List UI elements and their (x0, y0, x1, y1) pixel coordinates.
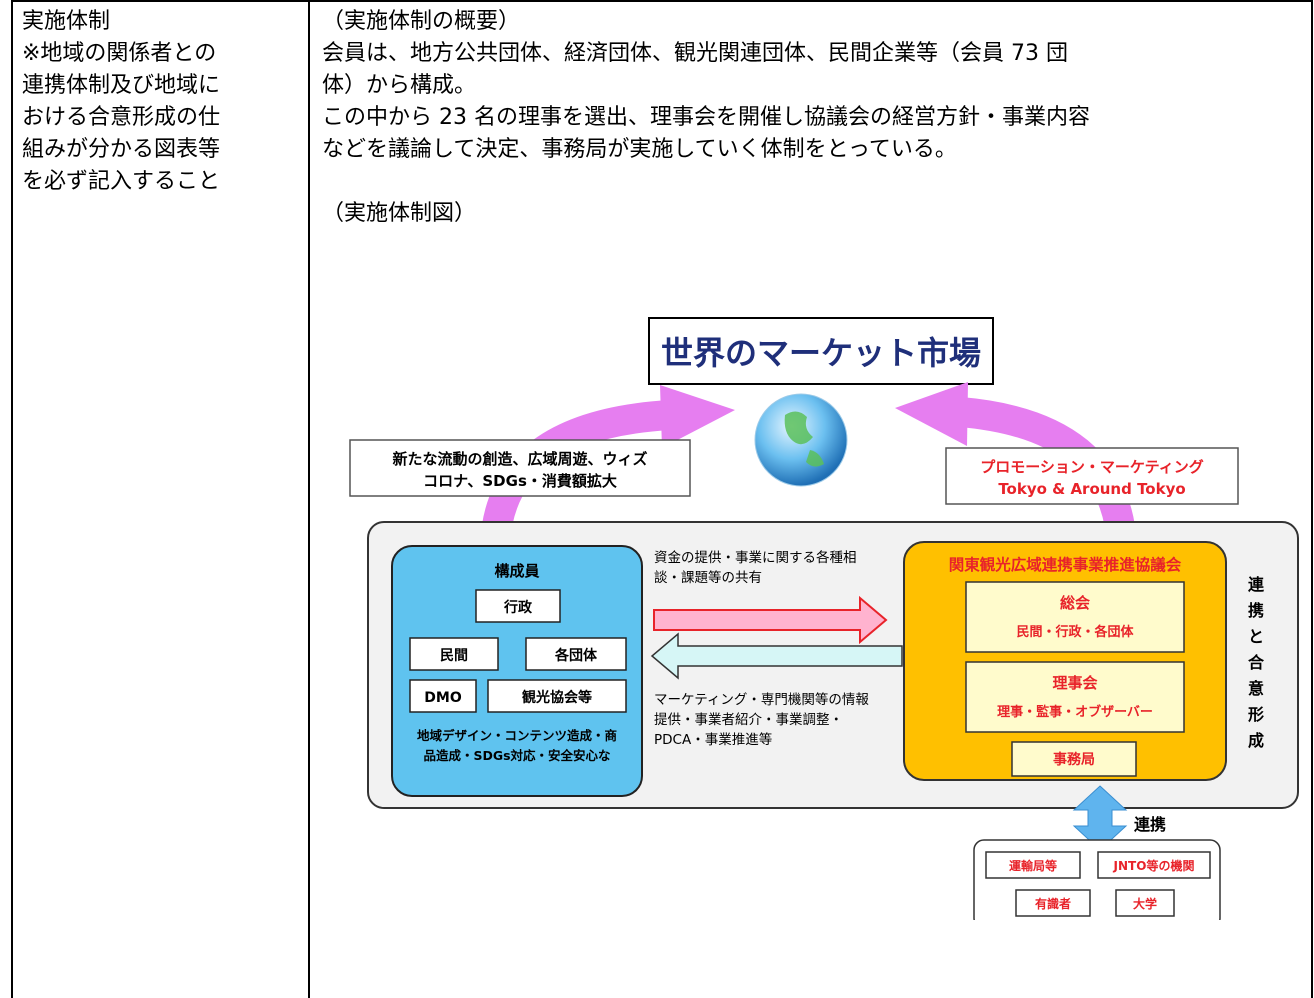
overview-line: 会員は、地方公共団体、経済団体、観光関連団体、民間企業等（会員 73 団 (322, 41, 1068, 66)
member-kanko (487, 679, 627, 713)
left-callout-box (349, 439, 691, 497)
arrow-bottom-text: マーケティング・専門機関等の情報 (654, 691, 869, 708)
overview-line: などを議論して決定、事務局が実施していく体制をとっている。 (322, 137, 957, 162)
member-label: 観光協会等 (522, 689, 592, 706)
general-assembly-name: 総会 (1060, 594, 1090, 612)
partner-daigaku (1115, 889, 1175, 917)
overview-heading: （実施体制の概要） (322, 9, 521, 34)
board-members: 理事・監事・オブザーバー (997, 704, 1153, 720)
arrow-top-text: 談・課題等の共有 (654, 569, 762, 586)
side-label-char: 成 (1248, 731, 1264, 750)
arrow-bottom-text: 提供・事業者紹介・事業調整・ (654, 712, 843, 728)
member-minkan (409, 637, 499, 671)
diagram-svg: 世界のマーケット市場 新たな流動の創造、広域周遊、ウィズ コロナ、SDGs・消費… (349, 317, 1299, 929)
partner-unyukyoku (985, 851, 1081, 879)
note-line: 組みが分かる図表等 (22, 137, 221, 162)
right-callout-line: プロモーション・マーケティング (980, 458, 1204, 476)
note-line: を必ず記入すること (22, 169, 221, 194)
overview-line: 体）から構成。 (322, 73, 477, 98)
general-assembly-members: 民間・行政・各団体 (1016, 624, 1134, 640)
members-footer: 品造成・SDGs対応・安全安心な (423, 748, 610, 763)
right-arrowhead (895, 382, 968, 446)
members-footer: 地域デザイン・コンテンツ造成・商 (417, 728, 617, 743)
right-cell: （実施体制の概要） 会員は、地方公共団体、経済団体、観光関連団体、民間企業等（会… (322, 6, 1302, 230)
member-label: 民間 (440, 648, 468, 664)
member-gyosei (475, 589, 561, 623)
overview-line: この中から 23 名の理事を選出、理事会を開催し協議会の経営方針・事業内容 (322, 105, 1090, 130)
right-callout-line: Tokyo & Around Tokyo (998, 480, 1185, 498)
left-callout-line: コロナ、SDGs・消費額拡大 (423, 472, 617, 490)
arrow-bottom-text: PDCA・事業推進等 (654, 731, 772, 748)
side-label-char: 意 (1248, 679, 1264, 698)
partner-label: JNTO等の機関 (1113, 858, 1195, 873)
partner-label: 運輸局等 (1009, 858, 1057, 873)
market-title: 世界のマーケット市場 (661, 334, 981, 372)
side-label-char: 連 (1248, 575, 1265, 594)
board-name: 理事会 (1052, 674, 1097, 692)
general-assembly-box (965, 581, 1185, 653)
member-dantai (525, 637, 627, 671)
member-label: 行政 (503, 599, 533, 616)
member-dmo (409, 679, 477, 713)
link-label: 連携 (1134, 815, 1166, 834)
members-box (391, 545, 643, 797)
side-label-char: 合 (1248, 653, 1265, 672)
member-label: 各団体 (554, 647, 598, 664)
board-box (965, 661, 1185, 733)
note-line: ※地域の関係者との (22, 41, 217, 66)
left-callout-line: 新たな流動の創造、広域周遊、ウィズ (392, 450, 647, 468)
secretariat-box (1011, 741, 1137, 777)
globe-land (784, 411, 813, 445)
left-arrowhead (660, 385, 735, 448)
right-callout-box (945, 447, 1239, 505)
note-line: おける合意形成の仕 (22, 105, 221, 130)
secretariat-label: 事務局 (1053, 751, 1095, 768)
row-title: 実施体制 (22, 9, 111, 34)
arrow-top-text: 資金の提供・事業に関する各種相 (654, 550, 857, 566)
side-label-char: 形 (1248, 705, 1264, 724)
left-arrow (650, 632, 903, 680)
partner-jnto (1097, 851, 1211, 879)
column-divider (308, 0, 310, 998)
diagram-heading: （実施体制図） (322, 201, 477, 226)
partner-label: 有識者 (1035, 896, 1071, 911)
partner-yushikisha (1015, 889, 1091, 917)
member-label: DMO (424, 690, 462, 706)
right-arrow (653, 595, 888, 645)
market-title-box (648, 317, 994, 385)
organization-diagram: 世界のマーケット市場 新たな流動の創造、広域周遊、ウィズ コロナ、SDGs・消費… (340, 300, 1314, 929)
side-label-char: と (1248, 627, 1264, 646)
side-label-char: 携 (1248, 601, 1264, 620)
council-title: 関東観光広域連携事業推進協議会 (949, 555, 1182, 574)
left-cell: 実施体制 ※地域の関係者との 連携体制及び地域に おける合意形成の仕 組みが分か… (22, 6, 302, 198)
members-title: 構成員 (494, 562, 539, 580)
partner-label: 大学 (1133, 896, 1157, 911)
note-line: 連携体制及び地域に (22, 73, 221, 98)
table-frame (11, 0, 1313, 998)
